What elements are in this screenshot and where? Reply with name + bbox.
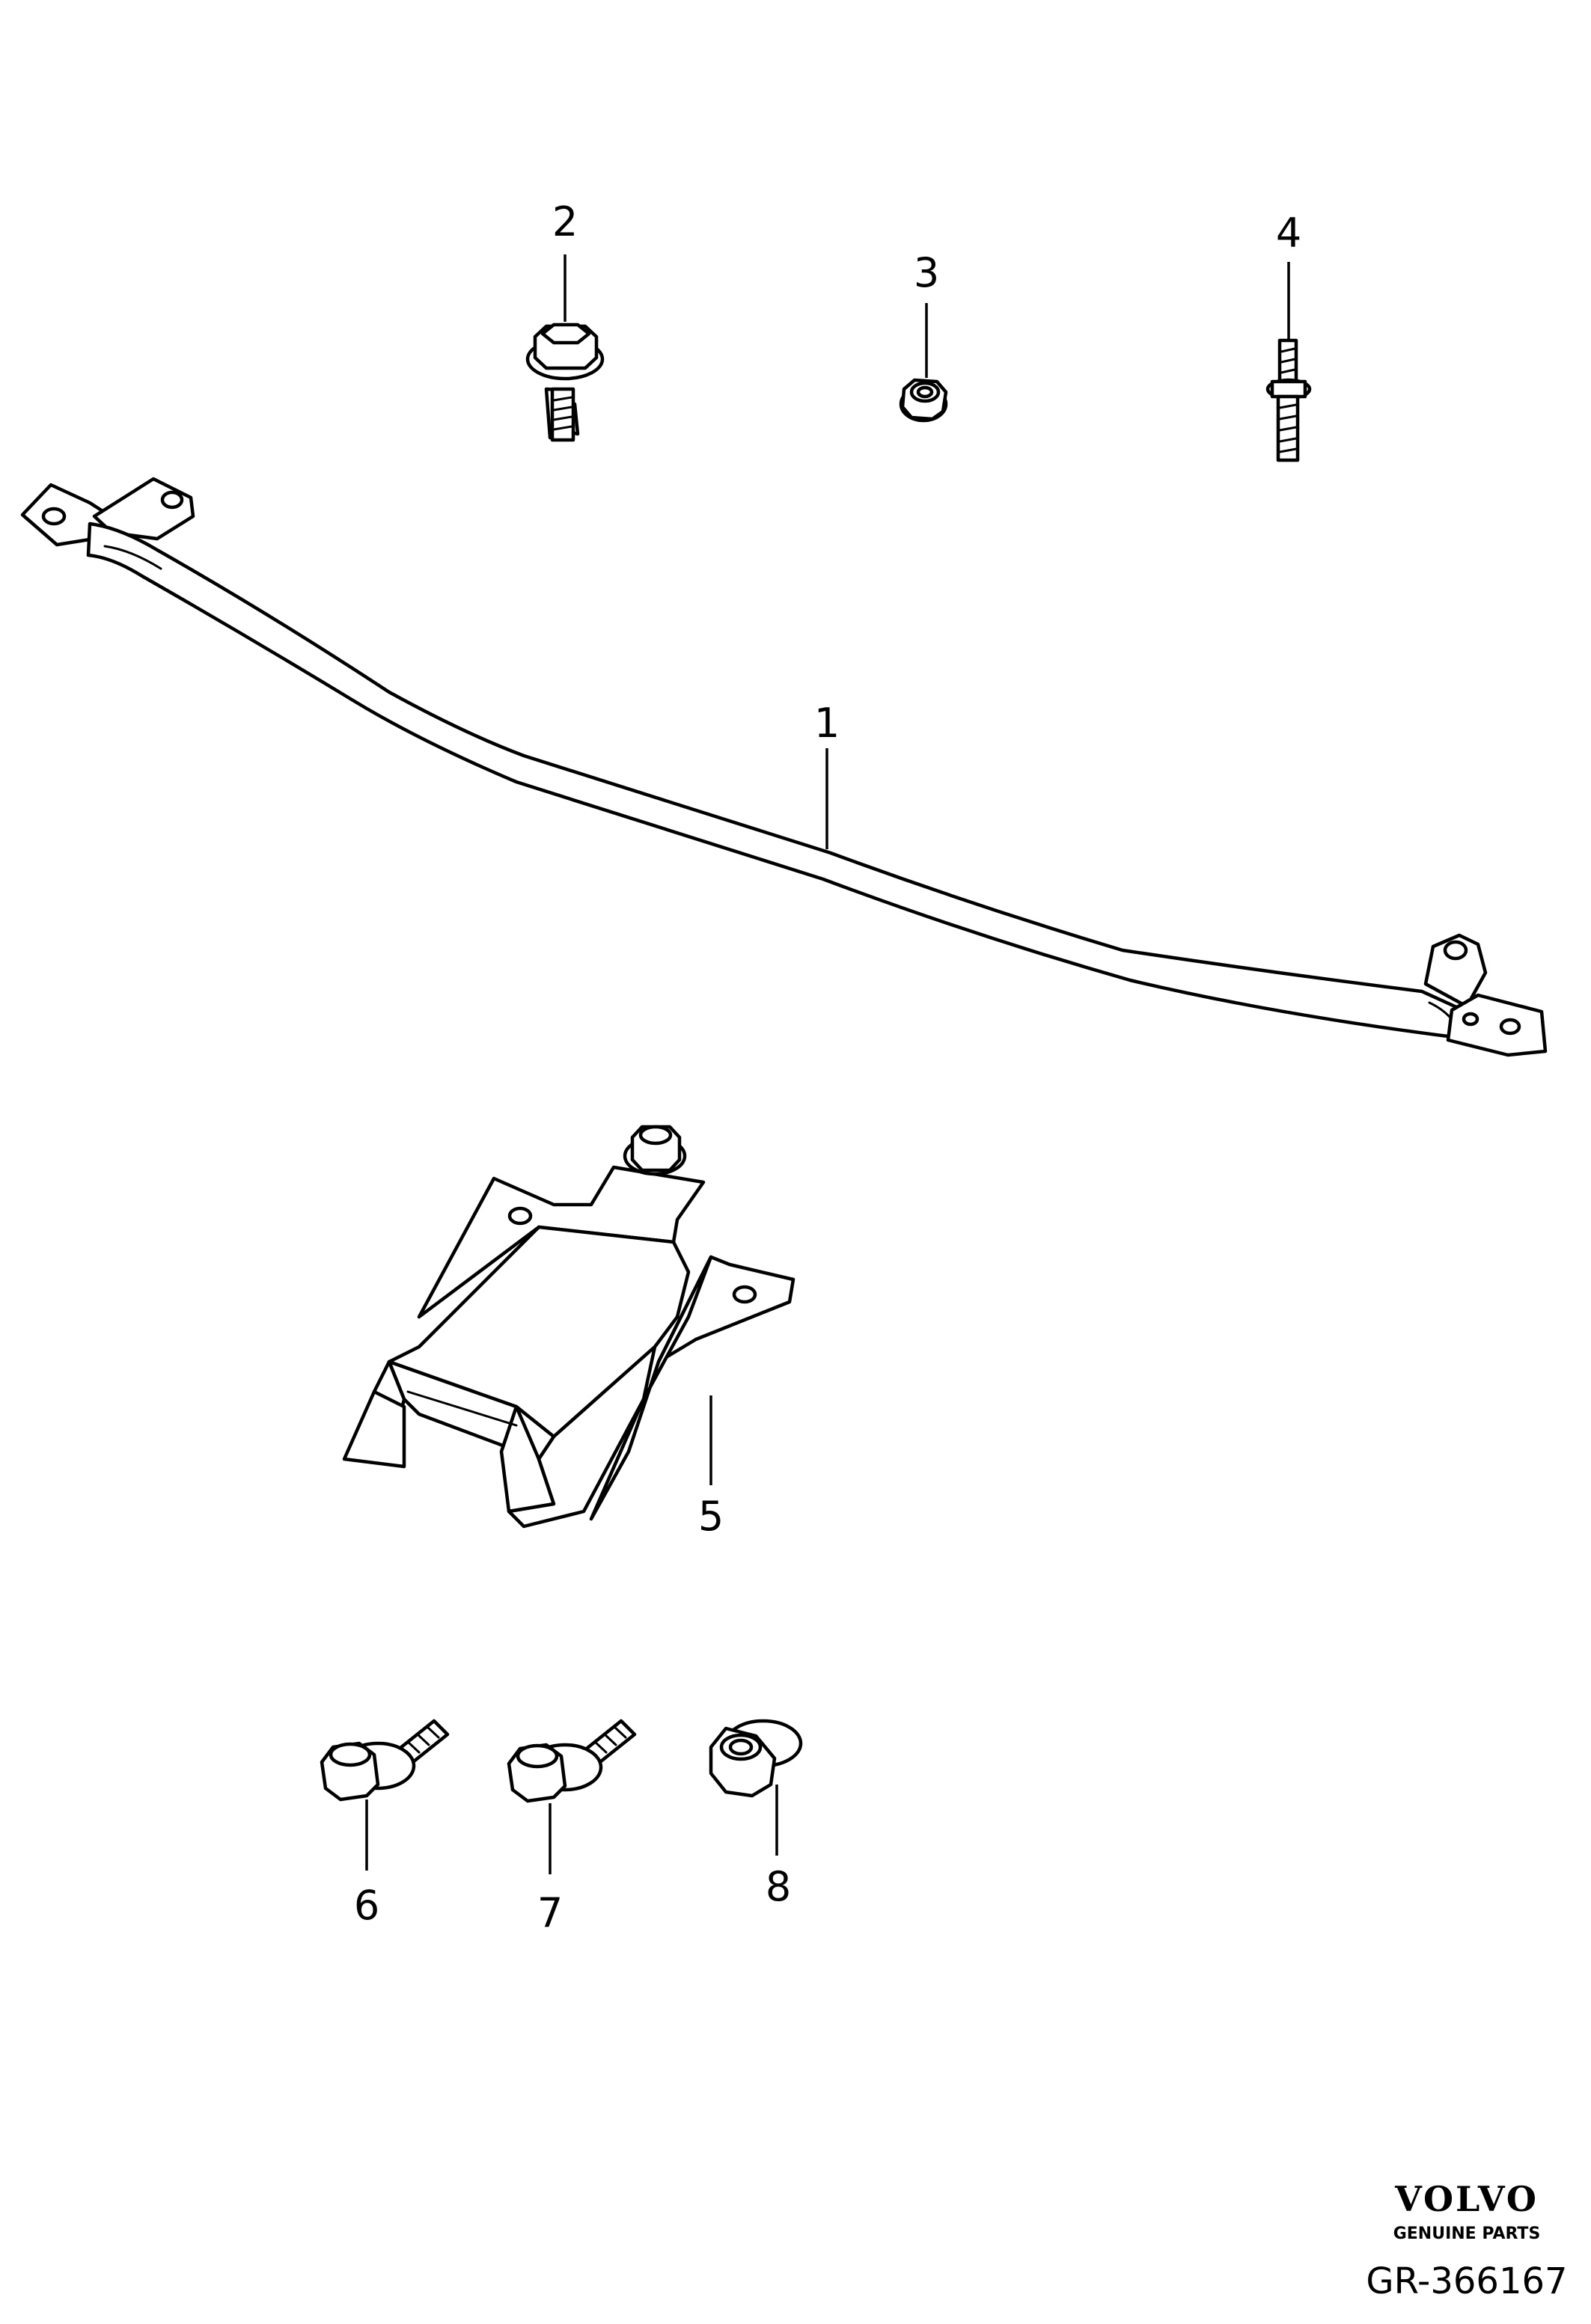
callout-8: 8 (766, 1863, 791, 1910)
callout-1: 1 (814, 700, 840, 747)
part-6-flange-bolt[interactable] (320, 1719, 450, 1802)
part-2-flange-bolt[interactable] (525, 322, 605, 442)
part-1-strut-bar[interactable] (20, 477, 1548, 1057)
part-7-flange-bolt[interactable] (507, 1719, 637, 1803)
part-3-flange-nut[interactable] (899, 378, 948, 423)
callout-2: 2 (552, 198, 578, 245)
genuine-parts-tagline: GENUINE PARTS (1393, 2224, 1541, 2243)
part-4-stud[interactable] (1265, 338, 1312, 462)
volvo-logo: VOLVO (1394, 2179, 1539, 2219)
callout-6: 6 (354, 1882, 379, 1929)
part-5-bracket[interactable] (342, 1125, 796, 1529)
callout-4: 4 (1276, 210, 1301, 257)
callout-7: 7 (537, 1889, 563, 1936)
part-8-nut[interactable] (709, 1719, 803, 1798)
callout-3: 3 (914, 249, 939, 296)
callout-5: 5 (698, 1493, 724, 1540)
diagram-reference: GR-366167 (1366, 2260, 1567, 2302)
